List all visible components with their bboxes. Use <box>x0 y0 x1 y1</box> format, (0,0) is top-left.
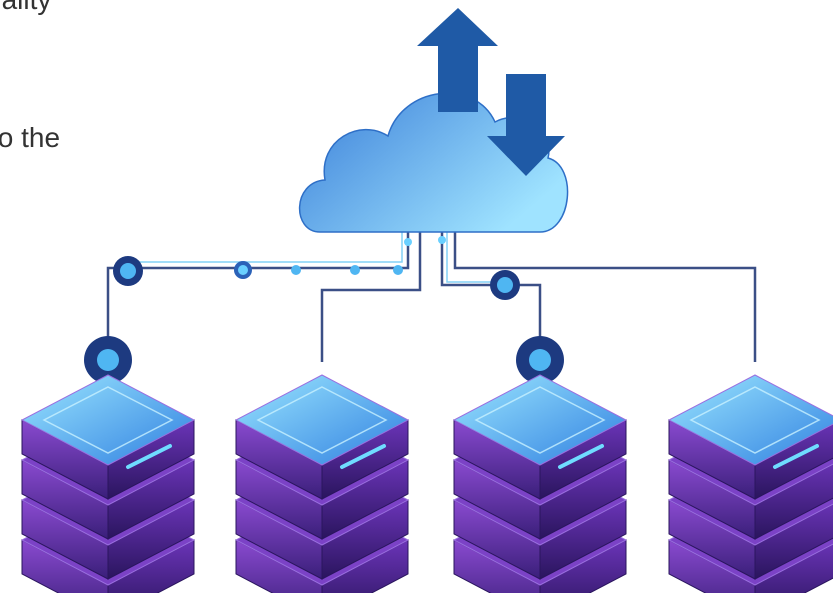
node <box>120 263 136 279</box>
line-to-server-3 <box>440 228 542 358</box>
body-text-line-1: nality <box>0 0 51 16</box>
server-layer-top <box>667 374 833 466</box>
server-stack-icon <box>452 374 628 593</box>
server-top-panel <box>42 386 174 454</box>
node <box>529 349 551 371</box>
node <box>497 277 513 293</box>
server-status-light <box>126 444 172 469</box>
line-to-server-1 <box>106 228 410 358</box>
node <box>404 238 412 246</box>
server-top-panel <box>689 386 821 454</box>
server-stack-icon <box>234 374 410 593</box>
server-layer-top <box>234 374 410 466</box>
line-to-server-2 <box>320 228 422 362</box>
server-top-panel <box>256 386 388 454</box>
node <box>238 265 248 275</box>
server-layer-top <box>452 374 628 466</box>
connection-nodes <box>84 236 564 384</box>
node <box>438 236 446 244</box>
server-status-light <box>773 444 819 469</box>
download-arrow-icon <box>487 74 565 176</box>
server-stack-icon <box>20 374 196 593</box>
node <box>350 265 360 275</box>
server-stack-icon <box>667 374 833 593</box>
connection-glow <box>128 228 505 283</box>
node <box>97 349 119 371</box>
server-status-light <box>340 444 386 469</box>
body-text-line-2: to the <box>0 122 61 153</box>
server-status-light <box>558 444 604 469</box>
connection-lines <box>106 228 757 362</box>
server-layer-top <box>20 374 196 466</box>
line-to-server-4 <box>453 228 757 362</box>
upload-arrow-icon <box>417 8 498 112</box>
node <box>291 265 301 275</box>
node <box>393 265 403 275</box>
server-top-panel <box>474 386 606 454</box>
